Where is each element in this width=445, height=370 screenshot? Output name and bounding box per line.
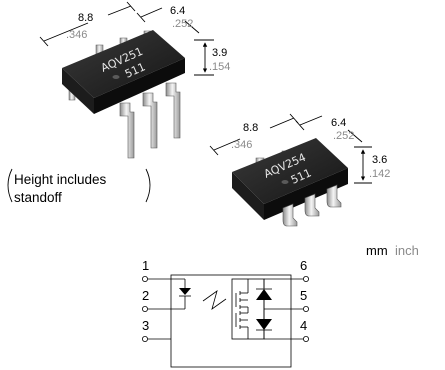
dip-length-dimension: 8.8 .346 (39, 1, 136, 47)
unit-mm-label: mm (366, 243, 388, 258)
left-pin-terminals (141, 275, 185, 342)
dip-body-end (62, 68, 94, 114)
pin-1-label: 1 (142, 258, 149, 273)
dip-pin1-dot (112, 75, 120, 79)
smd-width-dimension: 6.4 .252 (295, 115, 363, 143)
mosfet-lower (235, 307, 249, 339)
smd-width-mm: 6.4 (331, 117, 346, 129)
smd-front-leads (282, 184, 342, 227)
units-legend: mm inch (366, 243, 419, 258)
mosfet-upper (235, 279, 249, 309)
unit-inch-label: inch (395, 243, 419, 258)
pin-4-label: 4 (300, 318, 307, 333)
pin-5-label: 5 (300, 288, 307, 303)
dip-front-leads (119, 82, 181, 159)
smd-body-top (232, 138, 348, 204)
dip-height-in: .154 (209, 61, 230, 73)
led-symbol (179, 279, 191, 309)
dip-length-mm: 8.8 (78, 12, 93, 24)
height-note-line1: Height includes (14, 172, 107, 187)
smd-length-dimension: 8.8 .346 (209, 113, 299, 156)
smd-height-in: .142 (369, 168, 390, 180)
smd-height-dimension: 3.6 .142 (354, 146, 390, 184)
pin-6-label: 6 (300, 258, 307, 273)
body-diode-lower (256, 309, 272, 339)
schematic-outline (170, 274, 292, 368)
smd-package: AQV254 511 8.8 .346 6.4 .252 (209, 113, 390, 227)
pin-schematic: 1 2 3 4 5 6 (141, 258, 309, 368)
height-note: Height includes standoff (7, 168, 151, 205)
smd-body-end (232, 172, 264, 220)
dip-width-mm: 6.4 (170, 5, 185, 17)
smd-pin1-dot (281, 180, 289, 184)
smd-height-mm: 3.6 (372, 154, 387, 166)
dip-package: AQV251 511 8.8 .346 6.4 .252 (39, 1, 230, 159)
pin-2-label: 2 (142, 288, 149, 303)
dip-body-front (94, 58, 185, 114)
dip-body-top (62, 30, 185, 98)
pin-3-label: 3 (142, 318, 149, 333)
dip-width-in: .252 (172, 18, 193, 30)
smd-length-in: .346 (231, 139, 252, 151)
height-note-line2: standoff (14, 190, 62, 205)
smd-width-in: .252 (333, 130, 354, 142)
smd-length-mm: 8.8 (243, 122, 258, 134)
dip-length-in: .346 (66, 29, 87, 41)
dip-height-mm: 3.9 (212, 47, 227, 59)
dip-height-dimension: 3.9 .154 (194, 39, 230, 76)
dip-width-dimension: 6.4 .252 (136, 5, 200, 34)
right-pin-terminals (264, 275, 309, 342)
body-diode-upper (256, 279, 272, 309)
optical-coupling-arrow (202, 290, 227, 310)
